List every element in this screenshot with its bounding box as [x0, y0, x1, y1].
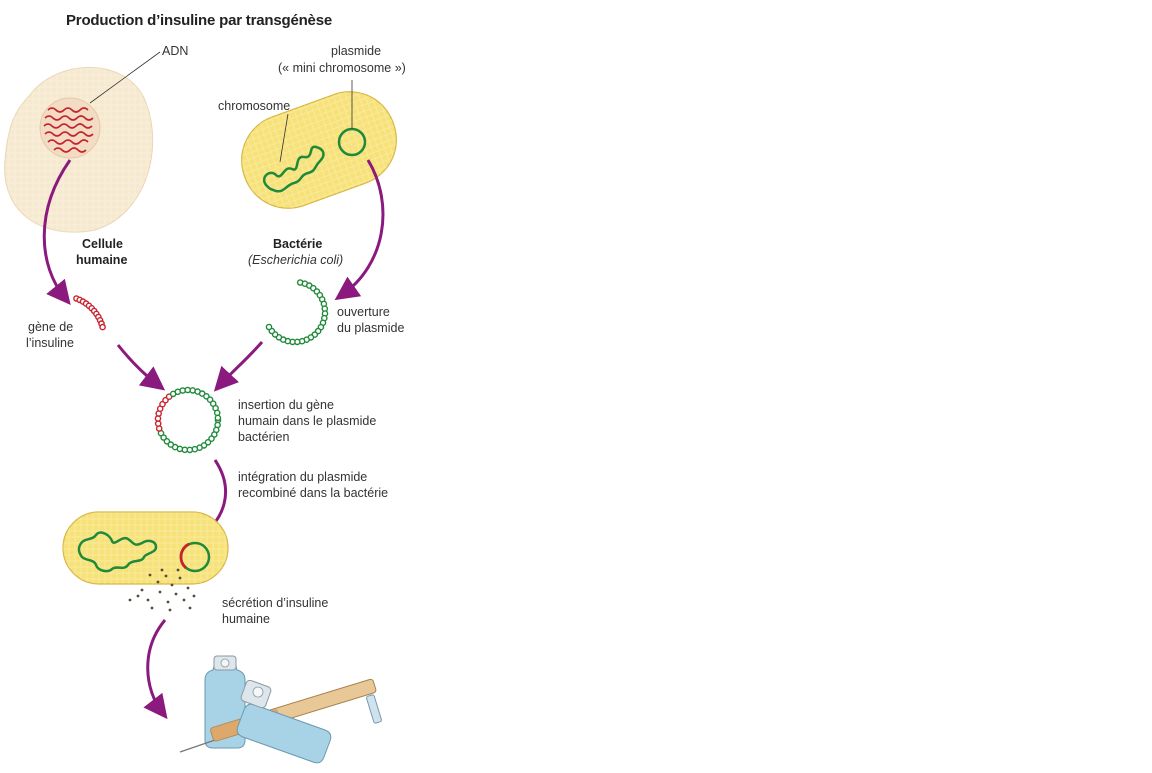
arrow-to-medicine	[143, 619, 168, 720]
label-plasmide: plasmide	[331, 44, 382, 58]
label-escherichia: (Escherichia coli)	[248, 253, 344, 267]
dna-strands	[43, 107, 94, 153]
arrow-gene-to-recombinant	[116, 344, 166, 391]
bacterial-chromosome	[262, 145, 325, 193]
adn-leader	[89, 51, 161, 104]
label-insertion-1: insertion du gène	[238, 398, 334, 412]
diagram: Production d’insuline par transgénèse AD…	[0, 0, 440, 773]
label-secretion-2: humaine	[222, 612, 270, 626]
label-ouverture: ouverture	[337, 305, 390, 319]
label-secretion-1: sécrétion d’insuline	[222, 596, 329, 610]
bacterium	[241, 91, 397, 209]
insulin-molecules	[128, 568, 196, 612]
label-du-plasmide: du plasmide	[337, 321, 405, 335]
label-mini-chromosome: (« mini chromosome »)	[278, 61, 406, 75]
label-chromosome: chromosome	[218, 99, 291, 113]
label-cellule: Cellule	[82, 237, 123, 251]
bacterial-chromosome-2	[77, 531, 158, 573]
arrow-cell-to-gene	[42, 159, 72, 305]
chromosome-leader	[279, 113, 289, 163]
insulin-gene-fragment	[73, 295, 106, 331]
vial-icon	[236, 679, 332, 764]
page-title: Production d’insuline par transgénèse	[66, 12, 332, 29]
diagram-artwork	[4, 51, 397, 764]
label-insertion-3: bactérien	[238, 430, 290, 444]
arrow-plasmid-to-recombinant	[213, 341, 264, 392]
label-integration-2: recombiné dans la bactérie	[238, 486, 389, 500]
label-insertion-2: humain dans le plasmide	[238, 414, 377, 428]
recombinant-bacterium	[62, 511, 229, 585]
label-insuline: l’insuline	[26, 336, 74, 350]
human-cell	[4, 67, 154, 233]
label-bacterie: Bactérie	[273, 237, 323, 251]
label-humaine: humaine	[76, 253, 128, 267]
label-integration-1: intégration du plasmide	[238, 470, 368, 484]
opened-plasmid	[265, 279, 329, 346]
recombinant-plasmid	[154, 386, 222, 454]
arrow-bacterium-to-plasmid	[334, 159, 385, 301]
label-adn: ADN	[162, 44, 189, 58]
label-gene: gène de	[28, 320, 74, 334]
